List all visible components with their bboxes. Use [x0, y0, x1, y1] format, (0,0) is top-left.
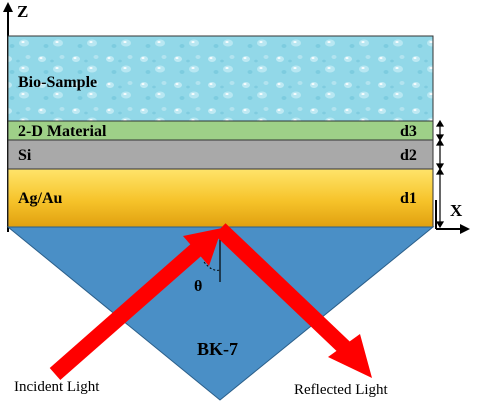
bio-sample-layer: Bio-Sample	[7, 35, 434, 122]
x-axis-label: X	[450, 201, 463, 220]
d1-label: d1	[400, 190, 417, 207]
incident-light-label: Incident Light	[14, 379, 100, 395]
x-axis: X	[435, 200, 470, 234]
material-2d-label: 2-D Material	[18, 123, 107, 140]
metal-layer: Ag/Au d1	[7, 168, 434, 228]
prism-label: BK-7	[197, 339, 238, 359]
metal-label: Ag/Au	[18, 190, 63, 207]
incident-light-arrow	[49, 228, 222, 381]
thickness-dimension-arrows	[435, 119, 445, 229]
theta-label: θ	[194, 278, 202, 295]
d3-label: d3	[400, 123, 417, 140]
silicon-label: Si	[18, 147, 32, 164]
material-2d-layer: 2-D Material d3	[7, 120, 434, 141]
bio-sample-label: Bio-Sample	[18, 74, 97, 91]
reflected-light-label: Reflected Light	[294, 382, 389, 398]
z-axis-label: Z	[17, 2, 28, 21]
d2-label: d2	[400, 147, 417, 164]
reflected-light-arrow	[214, 223, 372, 378]
silicon-layer: Si d2	[7, 139, 434, 170]
